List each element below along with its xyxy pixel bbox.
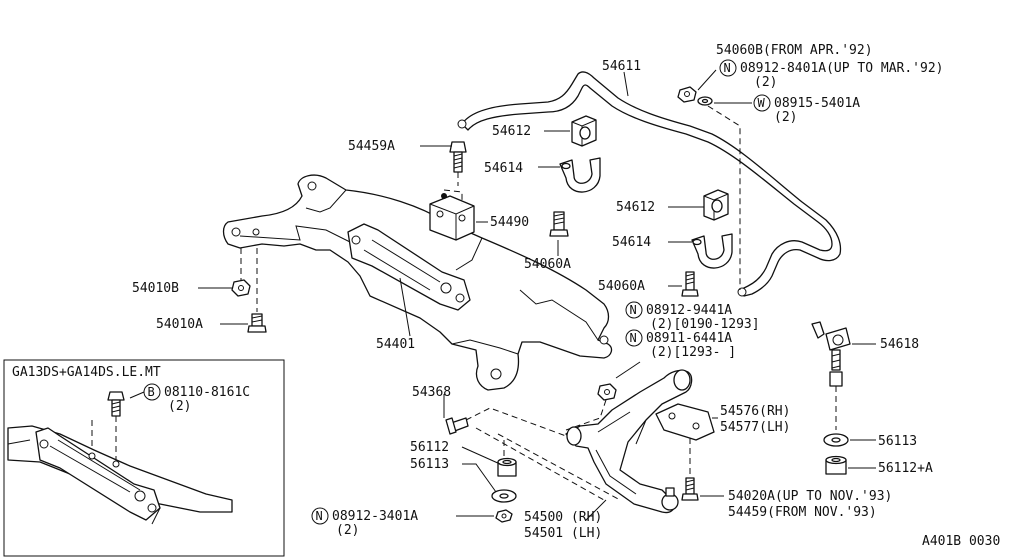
stabilizer-nut xyxy=(677,86,697,103)
symbol-b: B xyxy=(143,383,161,401)
label-54459: 54459(FROM NOV.'93) xyxy=(728,505,877,520)
qty-08912-3401A: (2) xyxy=(336,523,359,538)
nut-08912-3401A xyxy=(495,509,513,523)
symbol-n-1: N xyxy=(719,59,737,77)
bushing-54612-right xyxy=(703,189,729,221)
label-54577: 54577(LH) xyxy=(720,420,790,435)
symbol-w-text: W xyxy=(758,96,766,110)
symbol-n-text: N xyxy=(630,331,637,345)
washer-56113-left xyxy=(491,489,517,503)
mount-54490 xyxy=(429,193,475,241)
inset-subframe xyxy=(7,425,233,525)
label-56112: 56112 xyxy=(410,440,449,455)
symbol-n-3: N xyxy=(625,329,643,347)
label-08912-9441A: 08912-9441A xyxy=(646,303,732,318)
label-08915-5401A: 08915-5401A xyxy=(774,96,860,111)
qty-08915-5401A: (2) xyxy=(774,110,797,125)
symbol-n-text: N xyxy=(630,303,637,317)
bolt-54368 xyxy=(445,417,469,435)
nut-54010B xyxy=(231,279,251,297)
symbol-w: W xyxy=(753,94,771,112)
bracket-54614-top xyxy=(559,157,601,193)
bolt-54459A xyxy=(449,141,467,173)
label-54010B: 54010B xyxy=(132,281,179,296)
symbol-n-text: N xyxy=(316,509,323,523)
lower-control-arm xyxy=(565,369,693,514)
label-54490: 54490 xyxy=(490,215,529,230)
label-54500: 54500 (RH) xyxy=(524,510,602,525)
bolt-54060A-mid xyxy=(549,211,569,237)
label-54611: 54611 xyxy=(602,59,641,74)
nut-08912-9441A xyxy=(597,383,617,401)
bushing-54612-top xyxy=(571,115,597,147)
label-54612-top: 54612 xyxy=(492,124,531,139)
label-54576: 54576(RH) xyxy=(720,404,790,419)
symbol-n-text: N xyxy=(724,61,731,75)
stabilizer-washer xyxy=(697,96,713,106)
stabilizer-bar xyxy=(457,71,842,297)
label-56112A: 56112+A xyxy=(878,461,933,476)
symbol-b-text: B xyxy=(148,385,155,399)
inset-title: GA13DS+GA14DS.LE.MT xyxy=(12,365,161,380)
label-08912-3401A: 08912-3401A xyxy=(332,509,418,524)
inset-variant-box: GA13DS+GA14DS.LE.MT B 08110-8161C (2) xyxy=(3,359,285,557)
link-54618 xyxy=(811,321,851,387)
label-56113-left: 56113 xyxy=(410,457,449,472)
bolt-54020A xyxy=(681,477,699,501)
inset-part-code: 08110-8161C xyxy=(164,385,250,400)
label-54614-right: 54614 xyxy=(612,235,651,250)
label-54459A: 54459A xyxy=(348,139,395,154)
label-54614-top: 54614 xyxy=(484,161,523,176)
figure-code: A401B 0030 xyxy=(922,534,1000,549)
bushing-56112 xyxy=(497,457,517,477)
label-08912-8401A: 08912-8401A(UP TO MAR.'92) xyxy=(740,61,944,76)
bushing-56112A xyxy=(825,455,847,475)
label-54060A-mid: 54060A xyxy=(524,257,571,272)
symbol-n-4: N xyxy=(311,507,329,525)
label-54060A-right: 54060A xyxy=(598,279,645,294)
label-56113-right: 56113 xyxy=(878,434,917,449)
bolt-54060A-right xyxy=(681,271,699,297)
washer-56113-right xyxy=(823,433,849,447)
qty-08911-6441A: (2)[1293- ] xyxy=(650,345,736,360)
symbol-n-2: N xyxy=(625,301,643,319)
inset-part-qty: (2) xyxy=(168,399,191,414)
label-54401: 54401 xyxy=(376,337,415,352)
arm-bracket-54576 xyxy=(655,403,715,441)
bracket-54614-right xyxy=(691,233,733,269)
bolt-54010A xyxy=(247,313,267,333)
label-54020A: 54020A(UP TO NOV.'93) xyxy=(728,489,892,504)
ball-joint xyxy=(661,487,679,511)
label-54612-right: 54612 xyxy=(616,200,655,215)
label-54618: 54618 xyxy=(880,337,919,352)
qty-08912-8401A: (2) xyxy=(754,75,777,90)
inset-bolt xyxy=(107,391,125,417)
label-54010A: 54010A xyxy=(156,317,203,332)
qty-08912-9441A: (2)[0190-1293] xyxy=(650,317,760,332)
label-54060B: 54060B(FROM APR.'92) xyxy=(716,43,873,58)
leader-lines xyxy=(198,69,876,521)
label-54368: 54368 xyxy=(412,385,451,400)
label-08911-6441A: 08911-6441A xyxy=(646,331,732,346)
label-54501: 54501 (LH) xyxy=(524,526,602,541)
crossmember-beam xyxy=(347,223,471,311)
